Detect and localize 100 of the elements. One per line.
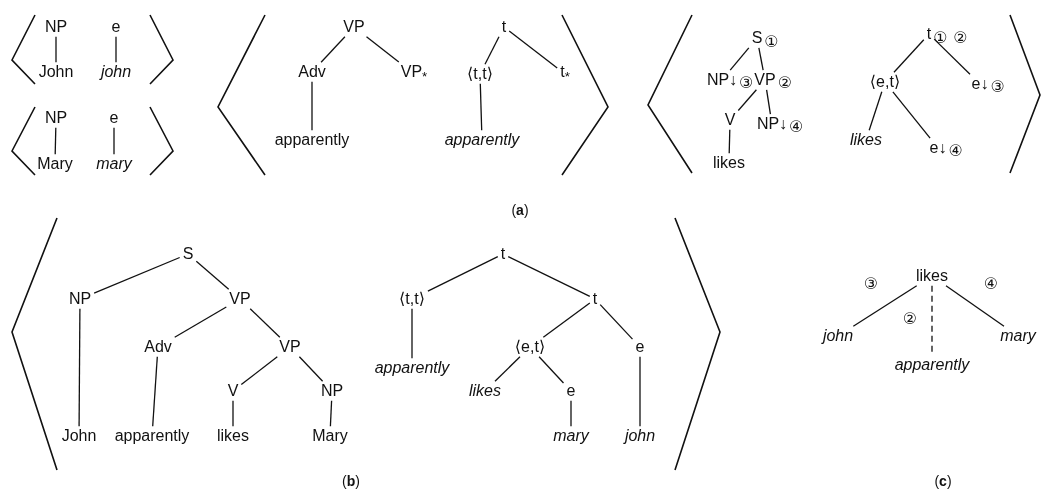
tree-node-label: apparently — [894, 356, 970, 374]
circled-number: ② — [953, 29, 968, 47]
tree-node-label: apparently — [374, 359, 450, 377]
tree-branch — [893, 39, 925, 73]
tree-node-label: NP — [44, 109, 68, 127]
circled-number: ① — [764, 33, 779, 51]
tree-branch — [892, 91, 931, 139]
tree-branch — [232, 400, 234, 427]
tree-branch — [484, 36, 500, 65]
tree-node-label: S — [182, 245, 194, 263]
tree-node-label: VP — [754, 71, 776, 89]
tree-node-label: S — [751, 29, 763, 47]
edge-label: ③ — [862, 276, 880, 292]
tree-node-label: apparently — [444, 131, 520, 149]
tree-node-label: apparently — [114, 427, 190, 445]
tree-node-label: ⟨t,t⟩ — [467, 65, 493, 83]
tree-node-label: likes — [713, 154, 745, 172]
tree-node-label: ⟨t,t⟩ — [399, 290, 425, 308]
tree-node-label: t$_{*}$ — [560, 63, 570, 85]
circled-number: ④ — [948, 142, 963, 160]
tree-node-label: e — [635, 338, 645, 356]
tree-branch — [765, 89, 772, 115]
tree-node-label: Adv — [298, 63, 326, 81]
edge-label: ② — [901, 310, 919, 327]
tree-node-label: john — [624, 427, 656, 445]
tree-branch — [945, 285, 1005, 327]
tree-branch — [507, 255, 591, 298]
tree-node-label: VP — [343, 18, 365, 36]
tree-node-label: e — [111, 18, 121, 36]
tree-node-label: e↓ — [971, 75, 989, 93]
tree-node-label: mary — [96, 155, 132, 173]
tree-branch — [494, 356, 521, 382]
tree-node-label: Mary — [312, 427, 348, 445]
panel-caption: (b) — [342, 473, 360, 489]
tree-node-label: t — [926, 25, 932, 43]
tree-node-label: Adv — [144, 338, 172, 356]
tree-node-label: john — [100, 63, 132, 81]
circled-number: ③ — [990, 78, 1005, 96]
circled-number: ① — [933, 29, 948, 47]
tree-node-label: John — [61, 427, 97, 445]
tree-node-label: e — [109, 109, 119, 127]
tree-branch — [329, 400, 333, 427]
tree-branch — [78, 308, 81, 427]
tree-node-label: NP — [68, 290, 92, 308]
tree-branch — [249, 308, 281, 338]
tree-node-label: t — [500, 245, 506, 263]
tree-branch — [737, 89, 758, 112]
tree-node-label: e↓ — [929, 139, 947, 157]
tree-branch — [411, 308, 413, 359]
tree-node-label: NP — [44, 18, 68, 36]
tree-branch — [365, 36, 400, 63]
tree-branch — [538, 356, 565, 384]
tree-node-label: likes — [916, 267, 948, 285]
tree-node-label: Mary — [37, 155, 73, 173]
tree-branch — [113, 127, 115, 155]
tree-node-label: V — [724, 111, 736, 129]
tree-branch — [599, 303, 634, 340]
tree-node-label: t — [592, 290, 598, 308]
tree-node-label: John — [38, 63, 74, 81]
tree-branch — [240, 356, 278, 386]
tree-branch — [868, 91, 883, 131]
tree-branch — [195, 260, 230, 290]
tree-branch — [320, 36, 346, 63]
tree-branch — [570, 400, 572, 427]
tree-branch — [55, 36, 57, 63]
tree-branch — [311, 81, 313, 131]
tree-node-label: ⟨e,t⟩ — [514, 338, 546, 356]
tree-node-label: john — [822, 327, 854, 345]
tree-node-label: likes — [469, 382, 501, 400]
tree-node-label: VP$_{*}$ — [400, 63, 428, 85]
tree-node-label: V — [227, 382, 239, 400]
tree-branch — [729, 47, 750, 71]
tree-branch — [54, 127, 57, 155]
tree-branch — [728, 129, 731, 154]
tree-branch — [427, 255, 499, 292]
tree-node-label: NP↓ — [706, 71, 738, 89]
tree-branch — [115, 36, 117, 63]
tree-node-label: mary — [553, 427, 589, 445]
tree-branch — [93, 256, 181, 294]
tree-node-label: NP — [320, 382, 344, 400]
tree-node-label: e — [566, 382, 576, 400]
tree-branch — [508, 30, 558, 69]
tree-branch — [298, 356, 324, 382]
tree-node-label: apparently — [274, 131, 350, 149]
tree-branch — [758, 47, 764, 71]
circled-number: ③ — [739, 74, 754, 92]
panel-caption: (a) — [511, 202, 529, 218]
tree-branch — [639, 356, 641, 427]
circled-number: ④ — [789, 118, 804, 136]
tree-branch — [479, 83, 483, 131]
tree-branch — [174, 306, 227, 338]
tree-branch — [852, 285, 918, 327]
tree-branch — [152, 356, 158, 427]
tree-node-label: likes — [850, 131, 882, 149]
tree-node-label: ⟨e,t⟩ — [869, 73, 901, 91]
tree-node-label: VP — [229, 290, 251, 308]
tree-node-label: t — [501, 18, 507, 36]
circled-number: ② — [777, 74, 792, 92]
edge-label: ④ — [982, 276, 1000, 292]
tree-node-label: likes — [217, 427, 249, 445]
